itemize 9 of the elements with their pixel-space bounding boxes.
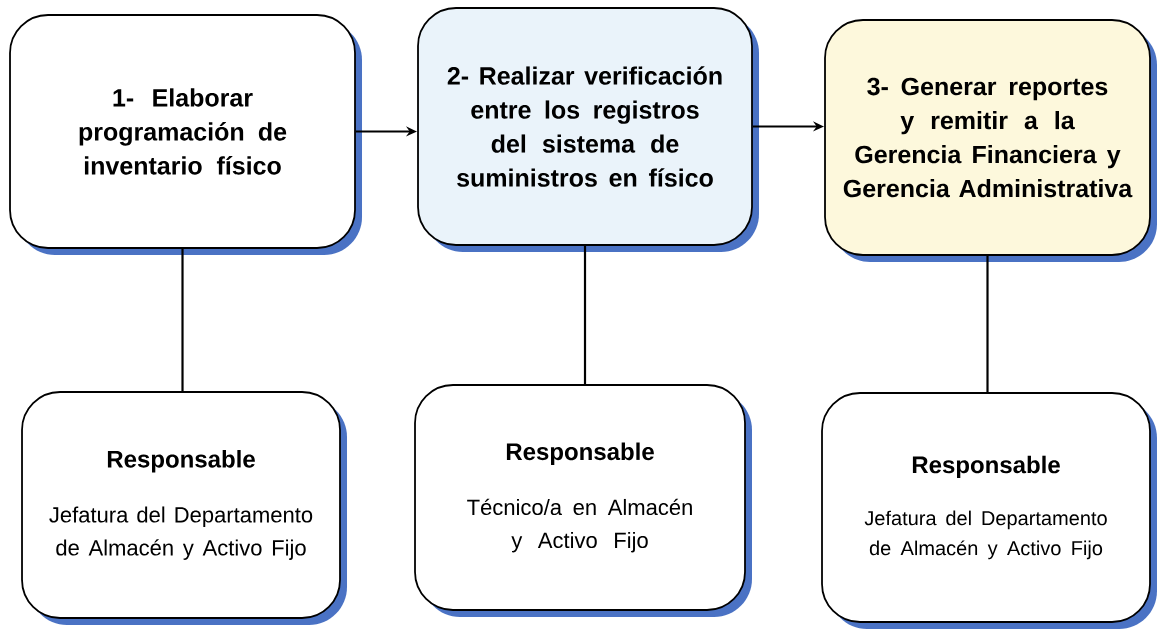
responsible-box: Responsable Jefatura del Departamento de Almacén y Activo Fijo <box>821 392 1157 629</box>
connector-line <box>986 255 989 393</box>
step-box: 1- Elaborar programación de inventario físico <box>9 14 362 255</box>
responsible-box: Responsable Técnico/a en Almacén y Activo Fijo <box>414 384 752 617</box>
step-box: 2- Realizar verificación entre los registros del sistema de suministros en físico <box>417 7 759 252</box>
responsible-box: Responsable Jefatura del Departamento de Almacén y Activo Fijo <box>21 391 347 625</box>
connector-line <box>181 248 184 392</box>
step-box: 3- Generar reportes y remitir a la Gerencia Financiera y Gerencia Administrativa <box>824 19 1157 262</box>
connector-line <box>583 245 587 385</box>
